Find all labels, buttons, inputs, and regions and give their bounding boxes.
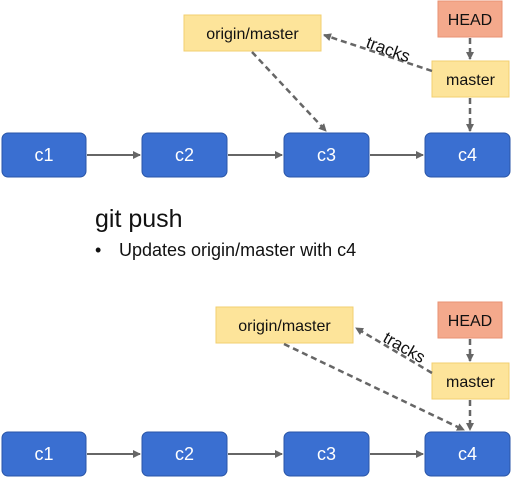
before-tracks-arrow [323, 33, 433, 73]
after-origin-master-label: origin/master [238, 318, 331, 335]
after-panel: c1 c2 c3 c4 origin/master HEAD [1, 301, 511, 477]
after-tracks-label: tracks [380, 328, 429, 367]
before-commit-c4: c4 [424, 132, 511, 178]
bullet-glyph: • [95, 240, 102, 260]
after-origin-master-ref: origin/master [215, 306, 354, 344]
before-head-label: HEAD [448, 12, 492, 29]
before-origin-master-ref: origin/master [183, 14, 322, 52]
caption-bullet-item: • Updates origin/master with c4 [95, 240, 455, 261]
after-commit-c3-label: c3 [317, 444, 336, 464]
before-master-branch: master [431, 60, 510, 98]
before-master-label: master [446, 72, 496, 89]
before-commit-c3-label: c3 [317, 145, 336, 165]
after-head-ref: HEAD [437, 301, 503, 339]
after-master-label: master [446, 374, 496, 391]
before-commit-c3: c3 [283, 132, 370, 178]
after-commit-c3: c3 [283, 431, 370, 477]
before-panel: c1 c2 c3 c4 origin/master HEAD [1, 0, 511, 178]
after-commit-c1: c1 [1, 431, 87, 477]
after-commit-c2: c2 [141, 431, 228, 477]
before-head-ref: HEAD [437, 0, 503, 38]
after-commit-c1-label: c1 [34, 444, 53, 464]
bullet-text: Updates origin/master with c4 [119, 240, 357, 260]
before-commit-c4-label: c4 [458, 145, 477, 165]
before-commit-c1: c1 [1, 132, 87, 178]
after-commit-c2-label: c2 [175, 444, 194, 464]
before-origin-to-c3-arrow [251, 51, 327, 132]
before-commit-c2-label: c2 [175, 145, 194, 165]
before-commit-c1-label: c1 [34, 145, 53, 165]
command-caption: git push • Updates origin/master with c4 [95, 204, 455, 261]
command-title: git push [95, 205, 183, 233]
after-commit-c4: c4 [424, 431, 511, 477]
after-commit-c4-label: c4 [458, 444, 477, 464]
before-commit-c2: c2 [141, 132, 228, 178]
before-tracks-label: tracks [364, 33, 413, 66]
after-origin-to-c4-arrow [283, 342, 465, 432]
after-tracks-arrow [355, 326, 433, 375]
after-master-branch: master [431, 362, 510, 400]
before-origin-master-label: origin/master [206, 26, 299, 43]
after-head-label: HEAD [448, 313, 492, 330]
